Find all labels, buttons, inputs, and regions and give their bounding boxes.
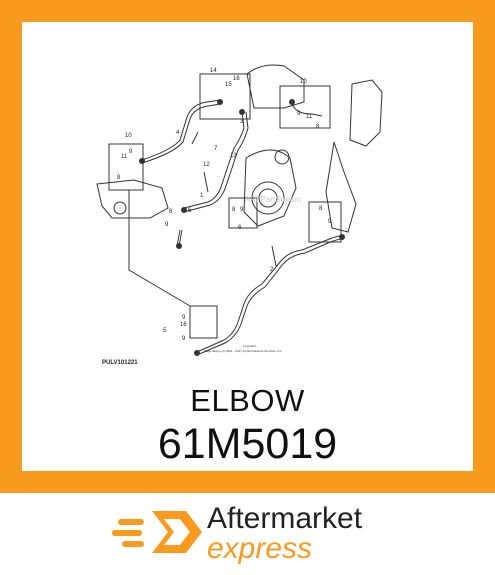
watermark-text: ARI PartStream: [245, 195, 301, 204]
callout: 5: [163, 328, 167, 334]
callout: 8: [316, 124, 320, 130]
callout: 6: [238, 225, 242, 231]
callout: 8: [319, 206, 323, 212]
diagram-code: PULV101221: [102, 360, 138, 366]
callout: 9: [240, 207, 244, 213]
copyright-label: Copyright: [243, 344, 256, 348]
callout: 3: [240, 119, 244, 125]
part-number: 61M5019: [157, 420, 338, 468]
parts-diagram: 14 15 16 3 10 9 11 8 4 10 11 9 8 7 13 12…: [96, 64, 383, 366]
callout: 8: [169, 209, 173, 215]
callout: 15: [225, 82, 232, 88]
copyright-text: Page design (c) 2001 - 2017 by ARI Netwo…: [204, 349, 282, 353]
callout: 2: [270, 267, 274, 273]
callout: 8: [117, 175, 121, 181]
callout: 14: [210, 68, 217, 74]
callout: 1: [200, 193, 204, 199]
part-name: ELBOW: [190, 383, 305, 418]
callout: 9: [129, 149, 133, 155]
callout: 8: [232, 207, 236, 213]
brand-tagline: express: [207, 532, 313, 565]
callout: 10: [125, 133, 132, 139]
callout: 9: [182, 315, 186, 321]
callout: 11: [306, 114, 313, 120]
footer: [0, 493, 495, 575]
callout: 6: [188, 208, 192, 214]
callout: 10: [300, 79, 307, 85]
callout: 13: [230, 153, 237, 159]
callout: 9: [328, 219, 332, 225]
callout: 9: [182, 336, 186, 342]
callout: 9: [165, 222, 169, 228]
callout: 7: [214, 146, 218, 152]
callout: 12: [203, 162, 210, 168]
aftermarket-express-logo-icon: [112, 511, 202, 553]
callout: 9: [297, 111, 301, 117]
callout: 16: [233, 76, 240, 82]
callout: 11: [121, 154, 128, 160]
callout: 4: [176, 130, 180, 136]
product-card: [22, 22, 473, 471]
callout: 16: [180, 322, 187, 328]
brand-name: Aftermarket: [207, 502, 363, 535]
